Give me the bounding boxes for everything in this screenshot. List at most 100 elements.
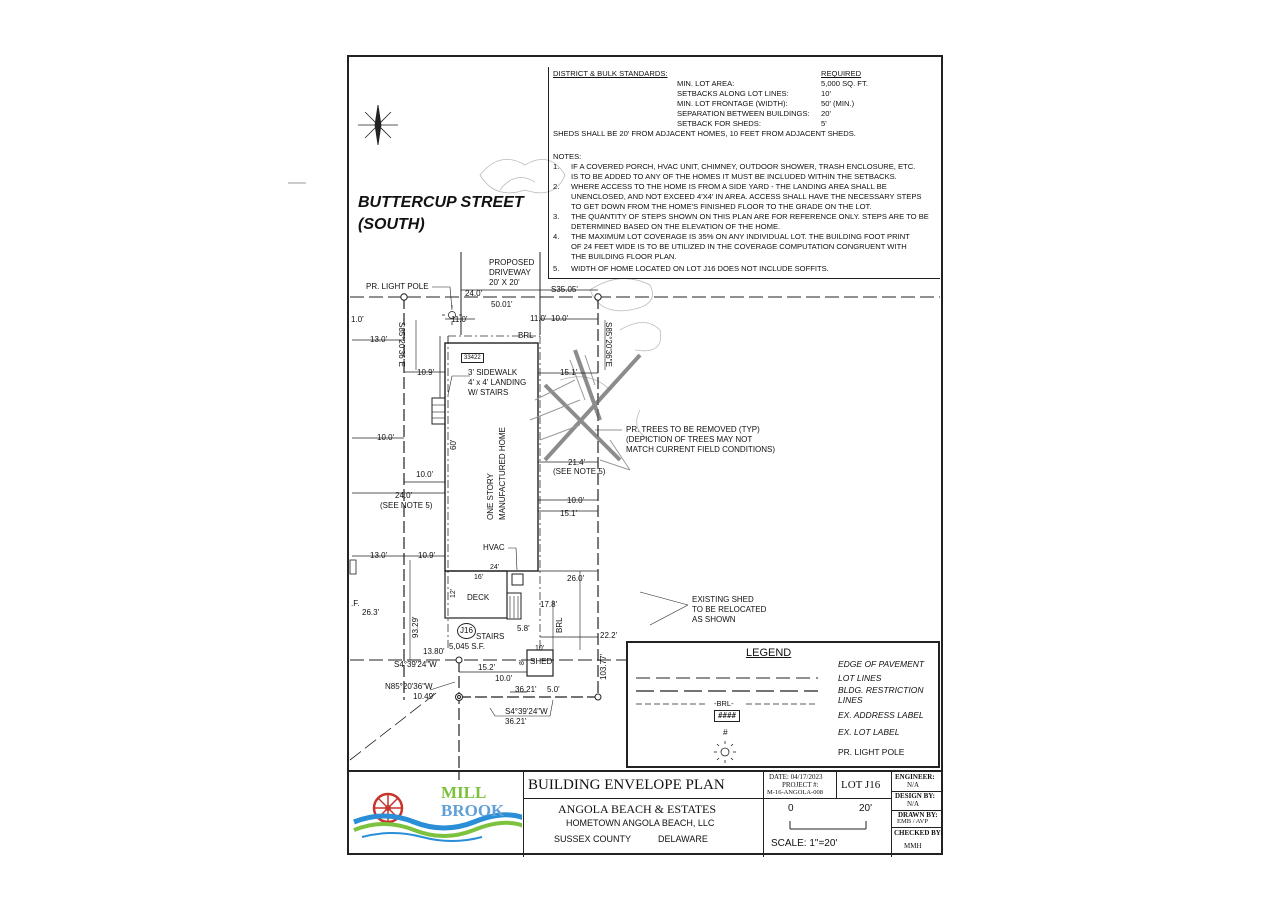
trees-label-1: PR. TREES TO BE REMOVED (TYP): [626, 425, 760, 434]
home-label-1: ONE STORY: [486, 473, 495, 520]
dim-50-low: 5.0': [547, 685, 560, 694]
dim-1: 1.0': [351, 315, 364, 324]
sf-left: .F.: [351, 599, 360, 608]
stairs-label: STAIRS: [476, 632, 505, 641]
lot-area: 5,045 S.F.: [449, 642, 486, 651]
dim-109-top: 10.9': [417, 368, 435, 377]
street-direction: (SOUTH): [358, 216, 425, 233]
std-label-4: SETBACK FOR SHEDS:: [677, 119, 761, 128]
dim-109-bottom: 10.9': [418, 551, 436, 560]
dim-11-right: 11.0': [530, 314, 547, 323]
dim-60: 60': [449, 439, 458, 450]
shed-note: SHEDS SHALL BE 20' FROM ADJACENT HOMES, …: [553, 129, 856, 138]
dim-260: 26.0': [567, 574, 585, 583]
lot-label: J16: [457, 623, 476, 639]
dim-frontage: 50.01': [491, 300, 513, 309]
legend-symbols: [636, 677, 818, 763]
std-label-0: MIN. LOT AREA:: [677, 79, 735, 88]
note-line-3: UNENCLOSED, AND NOT EXCEED 4'X4' IN AREA…: [571, 192, 922, 201]
existing-shed-2: TO BE RELOCATED: [692, 605, 767, 614]
dim-263: 26.3': [362, 608, 380, 617]
dim-151-top: 15.1': [560, 368, 578, 377]
light-pole-label: PR. LIGHT POLE: [366, 282, 429, 291]
dim-24-top: 24.0': [465, 289, 483, 298]
scale-text: SCALE: 1"=20': [771, 838, 838, 849]
dim-222: 22.2': [600, 631, 618, 640]
scale-twenty: 20': [859, 803, 873, 814]
std-value-2: 50' (MIN.): [821, 99, 855, 108]
note-line-5: THE QUANTITY OF STEPS SHOWN ON THIS PLAN…: [571, 212, 929, 221]
logo-cell: MILL BROOK: [347, 772, 524, 857]
sidewalk-label-2: 4' x 4' LANDING: [468, 378, 527, 387]
brl-label: BRL: [518, 331, 534, 340]
existing-shed-1: EXISTING SHED: [692, 595, 754, 604]
deck-label: DECK: [467, 593, 490, 602]
county-name: SUSSEX COUNTY: [554, 834, 632, 844]
legend-label-address: EX. ADDRESS LABEL: [838, 710, 924, 720]
note-line-7: THE MAXIMUM LOT COVERAGE IS 35% ON ANY I…: [571, 232, 910, 241]
engineer-value: N/A: [907, 781, 920, 789]
title-block: MILL BROOK BUILDING ENVELOPE PLAN DATE: …: [347, 770, 943, 857]
engineer-label: ENGINEER:: [895, 773, 935, 781]
legend-title: LEGEND: [746, 647, 792, 659]
std-label-2: MIN. LOT FRONTAGE (WIDTH):: [677, 99, 788, 108]
legend-label-brl-2: LINES: [838, 695, 863, 705]
note-num-7: 4.: [553, 232, 560, 241]
state-name: DELAWARE: [658, 834, 708, 844]
scale-bar: [789, 821, 867, 830]
bearing-right: S85°20'36"E: [604, 322, 613, 367]
trees-label-2: (DEPICTION OF TREES MAY NOT: [626, 435, 753, 444]
design-value: N/A: [907, 800, 920, 808]
bearing-top: S35.05': [551, 285, 578, 294]
dim-10-shed: 10': [535, 645, 545, 652]
drawn-label: DRAWN BY:: [898, 811, 938, 819]
design-label: DESIGN BY:: [895, 792, 936, 800]
logo-line-1: MILL: [441, 783, 487, 802]
bearing-n85: N85°20'36"W: [385, 682, 433, 691]
required-label: REQUIRED: [821, 69, 862, 78]
trees-label-3: MATCH CURRENT FIELD CONDITIONS): [626, 445, 776, 454]
checked-label: CHECKED BY:: [894, 829, 943, 837]
dim-13-bottom: 13.0': [370, 551, 388, 560]
driveway-label-1: PROPOSED: [489, 258, 535, 267]
note-num-10: 5.: [553, 264, 560, 273]
legend-label-light-pole: PR. LIGHT POLE: [838, 747, 905, 757]
dim-3621-b: 36.21': [505, 717, 527, 726]
bearing-left: S85°20'36"E: [397, 322, 406, 367]
std-value-3: 20': [821, 109, 831, 118]
standards-box: DISTRICT & BULK STANDARDS: REQUIRED MIN.…: [548, 67, 940, 279]
scale-cell: 0 20' SCALE: 1"=20': [764, 799, 892, 857]
project-cell: ANGOLA BEACH & ESTATES HOMETOWN ANGOLA B…: [524, 799, 764, 857]
street-name: BUTTERCUP STREET: [358, 194, 524, 211]
mill-brook-logo: [353, 792, 522, 842]
legend-label-edge: EDGE OF PAVEMENT: [838, 659, 925, 669]
dim-178: 17.8': [540, 600, 558, 609]
checked-value: MMH: [904, 842, 922, 850]
note-num-5: 3.: [553, 212, 560, 221]
project-number: M-16-ANGOLA-008: [767, 789, 823, 796]
bearing-s4-bottom: S4°39'24"W: [505, 707, 548, 716]
std-value-0: 5,000 SQ. FT.: [821, 79, 868, 88]
date: DATE: 04/17/2023: [769, 773, 823, 781]
note-line-9: THE BUILDING FLOOR PLAN.: [571, 252, 677, 261]
see-note-left: (SEE NOTE 5): [380, 501, 433, 510]
standards-heading: DISTRICT & BULK STANDARDS:: [553, 69, 668, 78]
legend-label-lot: EX. LOT LABEL: [838, 727, 900, 737]
legend-lot-symbol: #: [723, 727, 728, 737]
dim-24-deck: 24': [490, 564, 500, 571]
legend-box: LEGEND -BRL- #### # EDGE OF PAVEMENT LOT…: [626, 641, 940, 768]
brl-vertical: BRL: [555, 617, 564, 633]
plan-title: BUILDING ENVELOPE PLAN: [528, 777, 725, 793]
dim-214: 21.4': [568, 458, 586, 467]
note-line-8: OF 24 FEET WIDE IS TO BE UTILIZED IN THE…: [571, 242, 907, 251]
owner-name: HOMETOWN ANGOLA BEACH, LLC: [566, 818, 715, 828]
see-note-right: (SEE NOTE 5): [553, 467, 606, 476]
note-line-0: IF A COVERED PORCH, HVAC UNIT, CHIMNEY, …: [571, 162, 916, 171]
std-value-4: 5': [821, 119, 827, 128]
dim-9329: 93.29': [411, 616, 420, 638]
signoff-cell: ENGINEER: N/A DESIGN BY: N/A DRAWN BY: E…: [892, 772, 943, 857]
home-label-2: MANUFACTURED HOME: [498, 427, 507, 520]
dim-10377: 103.77': [599, 654, 608, 680]
dim-16-deck: 16': [474, 574, 484, 581]
north-arrow-icon: [358, 104, 398, 146]
